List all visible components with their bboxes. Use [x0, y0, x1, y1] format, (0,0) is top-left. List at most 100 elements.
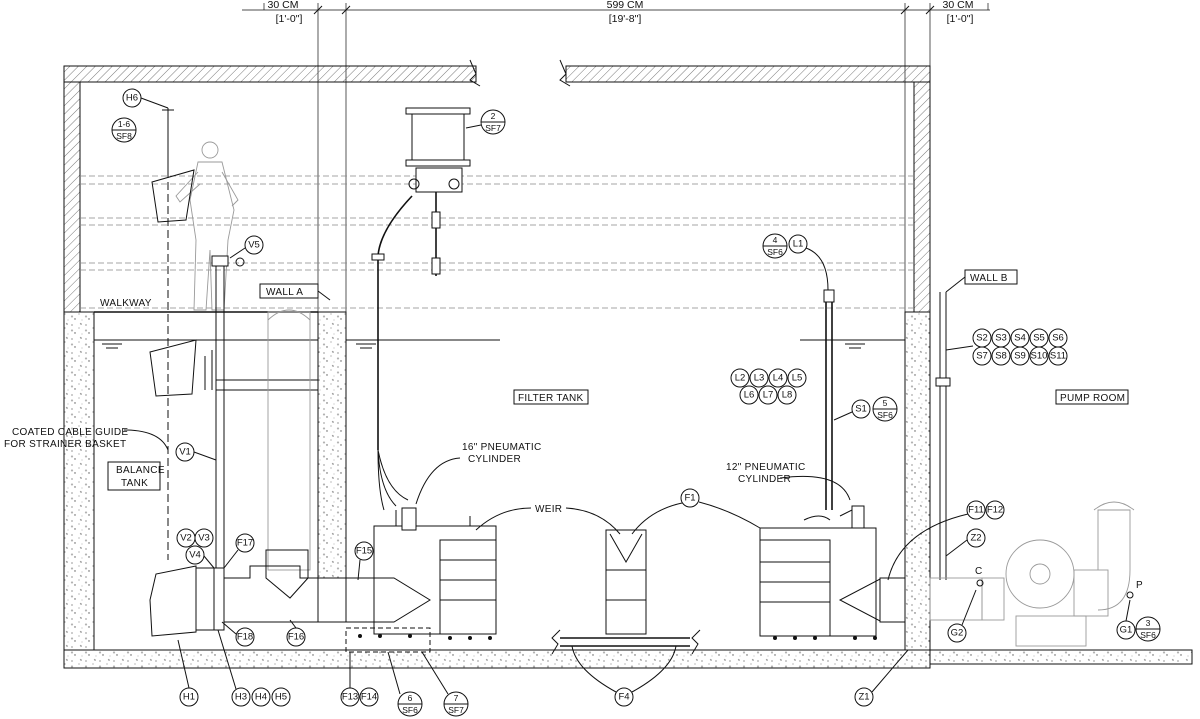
pump-room-floor — [929, 649, 1193, 665]
c-label: C — [975, 566, 983, 577]
cable-guide — [149, 108, 213, 560]
tag-f1: F1 — [684, 493, 695, 504]
right-upper-wall — [913, 81, 931, 313]
detail-5-top: 5 — [883, 398, 888, 408]
balance-tank-box — [107, 461, 161, 491]
dim-left-cm: 30 CM — [268, 0, 299, 11]
wall-a-label: WALL A — [266, 287, 303, 298]
tag-s7: S7 — [976, 351, 988, 362]
person-figure — [175, 141, 239, 311]
detail-7-top: 7 — [454, 693, 459, 703]
tag-f16: F16 — [288, 632, 304, 643]
detail-1-bot: SF8 — [116, 131, 132, 141]
wall-b-concrete — [904, 311, 931, 653]
detail-7-bot: SF7 — [448, 705, 464, 715]
tag-s11: S11 — [1050, 351, 1066, 362]
detail-bubbles: 1-6 SF8 2 SF7 4 SF6 5 SF6 3 SF6 6 SF6 7 … — [111, 109, 1161, 717]
weir-assembly — [551, 529, 701, 655]
water-levels — [94, 339, 905, 349]
tag-v4: V4 — [189, 550, 201, 561]
cyl16-label-1: 16" PNEUMATIC — [462, 442, 542, 453]
tag-l7: L7 — [763, 390, 774, 401]
tag-s8: S8 — [995, 351, 1007, 362]
tag-l6: L6 — [744, 390, 755, 401]
filter-unit-left — [345, 507, 497, 653]
tag-f12: F12 — [987, 505, 1003, 516]
tag-f15: F15 — [356, 546, 372, 557]
left-upper-wall — [63, 81, 81, 313]
detail-2-bot: SF7 — [485, 123, 501, 133]
wall-b-pipe — [935, 292, 951, 580]
balance-tank-label-1: BALANCE — [116, 465, 165, 476]
detail-1-top: 1-6 — [118, 119, 131, 129]
dim-middle-ft: [19'-8"] — [609, 13, 642, 25]
cyl12-label-2: CYLINDER — [738, 474, 791, 485]
background-lines — [80, 175, 914, 309]
dim-right-cm: 30 CM — [943, 0, 974, 11]
detail-2-top: 2 — [491, 111, 496, 121]
tag-v3: V3 — [198, 533, 210, 544]
weir-label: WEIR — [535, 504, 562, 515]
tag-s10: S10 — [1031, 351, 1048, 362]
tag-f4: F4 — [618, 692, 629, 703]
tag-f13: F13 — [342, 692, 358, 703]
tag-g1: G1 — [1120, 625, 1133, 636]
filter-tank-box — [513, 389, 589, 405]
tag-l5: L5 — [792, 373, 803, 384]
tag-g2: G2 — [951, 628, 964, 639]
p-label: P — [1136, 580, 1143, 591]
tag-s1: S1 — [855, 404, 867, 415]
tag-s5: S5 — [1033, 333, 1045, 344]
tag-v5: V5 — [248, 240, 260, 251]
tag-f18: F18 — [237, 632, 253, 643]
tag-l1: L1 — [793, 239, 804, 250]
tag-h6: H6 — [126, 93, 138, 104]
detail-4-bot: SF6 — [767, 247, 783, 257]
tag-s9: S9 — [1014, 351, 1026, 362]
strainer-basket — [149, 549, 347, 637]
pump-room-box — [1055, 389, 1129, 405]
actuator-16 — [371, 107, 471, 511]
wall-b-label: WALL B — [970, 273, 1008, 284]
balance-tank-pipes — [211, 255, 318, 571]
tag-f11: F11 — [968, 505, 984, 516]
detail-6-top: 6 — [408, 693, 413, 703]
pump-room-label: PUMP ROOM — [1060, 393, 1125, 404]
filter-unit-right — [759, 527, 906, 640]
tag-h4: H4 — [255, 692, 267, 703]
tag-h3: H3 — [235, 692, 247, 703]
tag-f17: F17 — [237, 538, 253, 549]
tag-l4: L4 — [773, 373, 784, 384]
detail-6-bot: SF6 — [402, 705, 418, 715]
cable-guide-label-2: FOR STRAINER BASKET — [4, 439, 126, 450]
tag-f14: F14 — [361, 692, 377, 703]
floor-slab — [63, 649, 931, 669]
balance-tank-label-2: TANK — [121, 478, 148, 489]
tag-l3: L3 — [754, 373, 765, 384]
detail-3-top: 3 — [1146, 618, 1151, 628]
tag-bubbles: H6 V5 V1 V2 V3 V4 F17 F18 F16 F15 H1 H3 — [122, 88, 1136, 707]
filter-tank-label: FILTER TANK — [518, 393, 584, 404]
tag-h5: H5 — [275, 692, 287, 703]
tag-s2: S2 — [976, 333, 988, 344]
tag-s6: S6 — [1052, 333, 1064, 344]
dim-left-ft: [1'-0"] — [276, 13, 303, 25]
detail-5-bot: SF6 — [877, 410, 893, 420]
tag-s3: S3 — [995, 333, 1007, 344]
tag-z2: Z2 — [970, 533, 981, 544]
left-outer-wall — [63, 311, 95, 663]
detail-4-top: 4 — [773, 235, 778, 245]
tag-v2: V2 — [180, 533, 192, 544]
detail-3-bot: SF6 — [1140, 630, 1156, 640]
actuator-12 — [803, 289, 865, 529]
tag-h1: H1 — [183, 692, 195, 703]
tag-z1: Z1 — [858, 692, 869, 703]
walkway-label: WALKWAY — [100, 298, 152, 309]
tag-l8: L8 — [782, 390, 793, 401]
cyl12-label-1: 12" PNEUMATIC — [726, 462, 806, 473]
roof-slab — [63, 59, 931, 87]
dim-right-ft: [1'-0"] — [947, 13, 974, 25]
cable-guide-label-1: COATED CABLE GUIDE — [12, 427, 128, 438]
wall-a — [317, 311, 347, 613]
